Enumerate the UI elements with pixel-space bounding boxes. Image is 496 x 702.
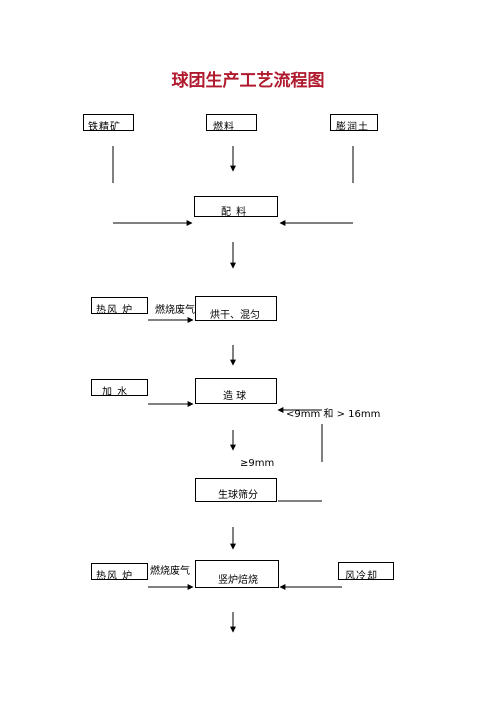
node-pelletizing-label: 造 球 — [223, 391, 247, 402]
node-screening: 生球筛分 — [195, 478, 277, 502]
node-cooling: 风冷却 — [338, 562, 394, 582]
node-water-label: 加 水 — [102, 387, 129, 398]
node-hot-air-2-label: 热风 炉 — [96, 571, 134, 582]
node-bentonite-label: 膨润土 — [336, 122, 369, 133]
node-hot-air-1-label: 热风 炉 — [96, 305, 134, 316]
node-cooling-label: 风冷却 — [345, 571, 378, 582]
node-concentrate: 铁精矿 — [83, 114, 134, 133]
exhaust-label-1: 燃烧废气 — [155, 305, 195, 316]
node-screening-label: 生球筛分 — [218, 490, 258, 501]
page-title: 球团生产工艺流程图 — [171, 71, 325, 91]
oversize-label: ≥9mm — [240, 458, 275, 469]
node-hot-air-1: 热风 炉 — [91, 297, 148, 316]
node-water: 加 水 — [91, 379, 148, 398]
node-bentonite: 膨润土 — [330, 114, 378, 133]
exhaust-label-2: 燃烧废气 — [150, 566, 190, 577]
node-concentrate-label: 铁精矿 — [88, 122, 121, 133]
node-firing-label: 竖炉焙烧 — [218, 575, 258, 586]
node-coke-label: 燃料 — [213, 122, 235, 133]
node-drying: 烘干、混匀 — [195, 296, 277, 321]
node-hot-air-2: 热风 炉 — [91, 563, 148, 582]
undersize-label: <9mm 和 > 16mm — [286, 409, 381, 420]
node-firing: 竖炉焙烧 — [195, 560, 279, 588]
node-coke: 燃料 — [206, 114, 257, 133]
node-batching-label: 配 料 — [221, 207, 248, 218]
node-pelletizing: 造 球 — [195, 378, 277, 404]
node-batching: 配 料 — [194, 196, 278, 218]
node-drying-label: 烘干、混匀 — [210, 310, 260, 321]
